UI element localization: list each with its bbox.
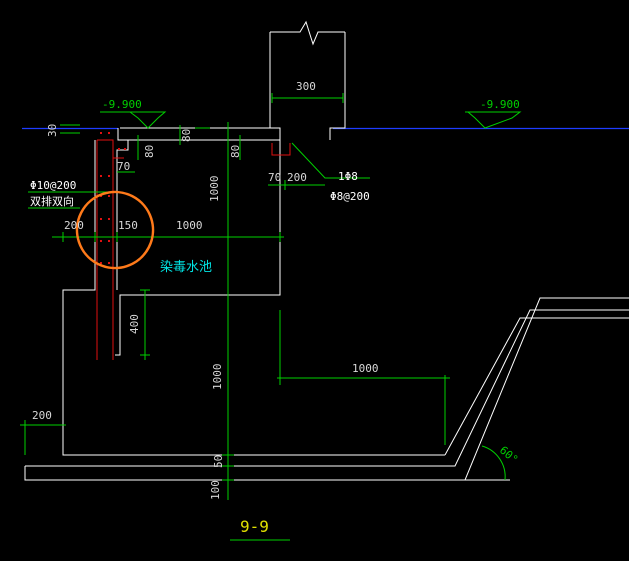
dim-bottom-200: 200	[32, 409, 52, 422]
dim-left-200: 200	[64, 219, 84, 232]
rebar-left-note: 双排双向	[30, 194, 74, 208]
rebar-left-spec: Φ10@200	[30, 179, 76, 192]
dim-80-b: 80	[143, 145, 156, 158]
rebar-lines	[96, 132, 291, 360]
dim-80-c: 80	[229, 145, 242, 158]
angle-label: 60°	[497, 444, 521, 467]
dim-pool-width-1000: 1000	[176, 219, 203, 232]
structure-outline	[24, 20, 629, 481]
dim-200-right: 200	[287, 171, 307, 184]
dim-400: 400	[128, 314, 141, 334]
dim-pool-height-1000: 1000	[208, 176, 221, 203]
level-left: -9.900	[102, 98, 142, 111]
dim-70-left: 70	[117, 160, 130, 173]
dim-ramp-1000: 1000	[352, 362, 379, 375]
dim-wall-300: 300	[296, 80, 316, 93]
highlight-circle	[75, 190, 155, 270]
dimension-lines	[20, 93, 522, 541]
room-label: 染毒水池	[160, 260, 212, 275]
dim-base-100: 100	[209, 480, 222, 500]
dim-base-50: 50	[212, 455, 225, 468]
dim-30: 30	[46, 124, 59, 137]
dim-left-150: 150	[118, 219, 138, 232]
section-title: 9-9	[240, 517, 269, 536]
dim-pit-1000: 1000	[211, 364, 224, 391]
level-right: -9.900	[480, 98, 520, 111]
rebar-right-stirrup: Φ8@200	[330, 190, 370, 203]
dim-70-right: 70	[268, 171, 281, 184]
dim-80-a: 80	[180, 129, 193, 142]
rebar-right-main: 1Φ8	[338, 170, 358, 183]
